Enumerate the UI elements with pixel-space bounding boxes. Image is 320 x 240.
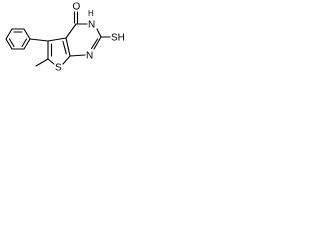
bond: [23, 38, 31, 50]
double-bond-inner: [21, 38, 28, 48]
phenyl-linker-bond: [29, 38, 49, 42]
bond: [5, 28, 13, 40]
bond: [65, 37, 71, 57]
chemical-structure-diagram: O H N SH N S: [5, 2, 125, 74]
bond: [69, 54, 86, 57]
bond: [96, 28, 102, 38]
bond: [23, 28, 31, 40]
oxygen-label: O: [73, 2, 81, 13]
nh-nitrogen-label: N: [88, 20, 95, 31]
bond: [47, 58, 55, 65]
thiophene-ring: [47, 37, 71, 65]
methyl-bond: [35, 58, 49, 67]
phenyl-ring: [5, 28, 31, 50]
ring-nitrogen-label: N: [86, 51, 93, 62]
bond: [65, 23, 77, 39]
bond: [47, 37, 67, 42]
bond: [93, 36, 102, 50]
double-bond-inner: [8, 38, 15, 48]
double-bond-inner: [90, 38, 99, 50]
double-bond-inner: [62, 40, 67, 55]
thiol-label: SH: [111, 33, 125, 44]
bond: [5, 38, 13, 50]
thiophene-sulfur-label: S: [55, 63, 62, 74]
nh-hydrogen-label: H: [88, 9, 94, 18]
pyrimidinone-ring: [65, 23, 102, 57]
bond: [62, 55, 71, 65]
